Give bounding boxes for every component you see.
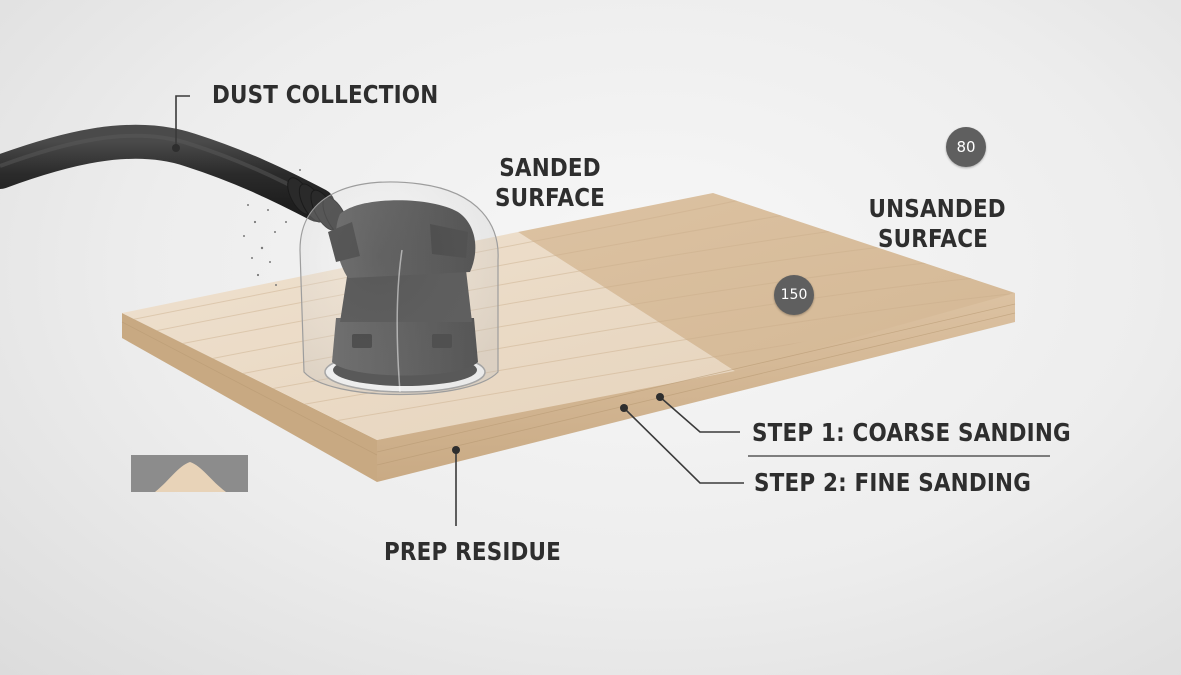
leader-step2 xyxy=(623,407,744,484)
grit-badge-coarse: 80 xyxy=(946,127,986,167)
leader-dust xyxy=(175,95,190,148)
orbital-sander xyxy=(299,181,499,396)
sanded-surface-label: SANDED SURFACE xyxy=(494,153,606,212)
board-right-edge xyxy=(377,293,1015,482)
leader-step1 xyxy=(659,396,740,433)
step1-label: STEP 1: COARSE SANDING xyxy=(752,418,1071,447)
edge-grain xyxy=(121,303,1016,466)
prep-residue-inset xyxy=(131,455,248,492)
leader-lines xyxy=(175,95,1050,526)
grit-badge-fine: 150 xyxy=(774,275,814,315)
unsanded-surface-label: UNSANDED SURFACE xyxy=(868,194,1006,253)
leader-dots xyxy=(172,144,664,454)
step2-label: STEP 2: FINE SANDING xyxy=(754,468,1032,497)
prep-residue-label: PREP RESIDUE xyxy=(384,537,562,566)
unsanded-region xyxy=(518,193,1015,371)
dust-collection-label: DUST COLLECTION xyxy=(212,80,439,109)
